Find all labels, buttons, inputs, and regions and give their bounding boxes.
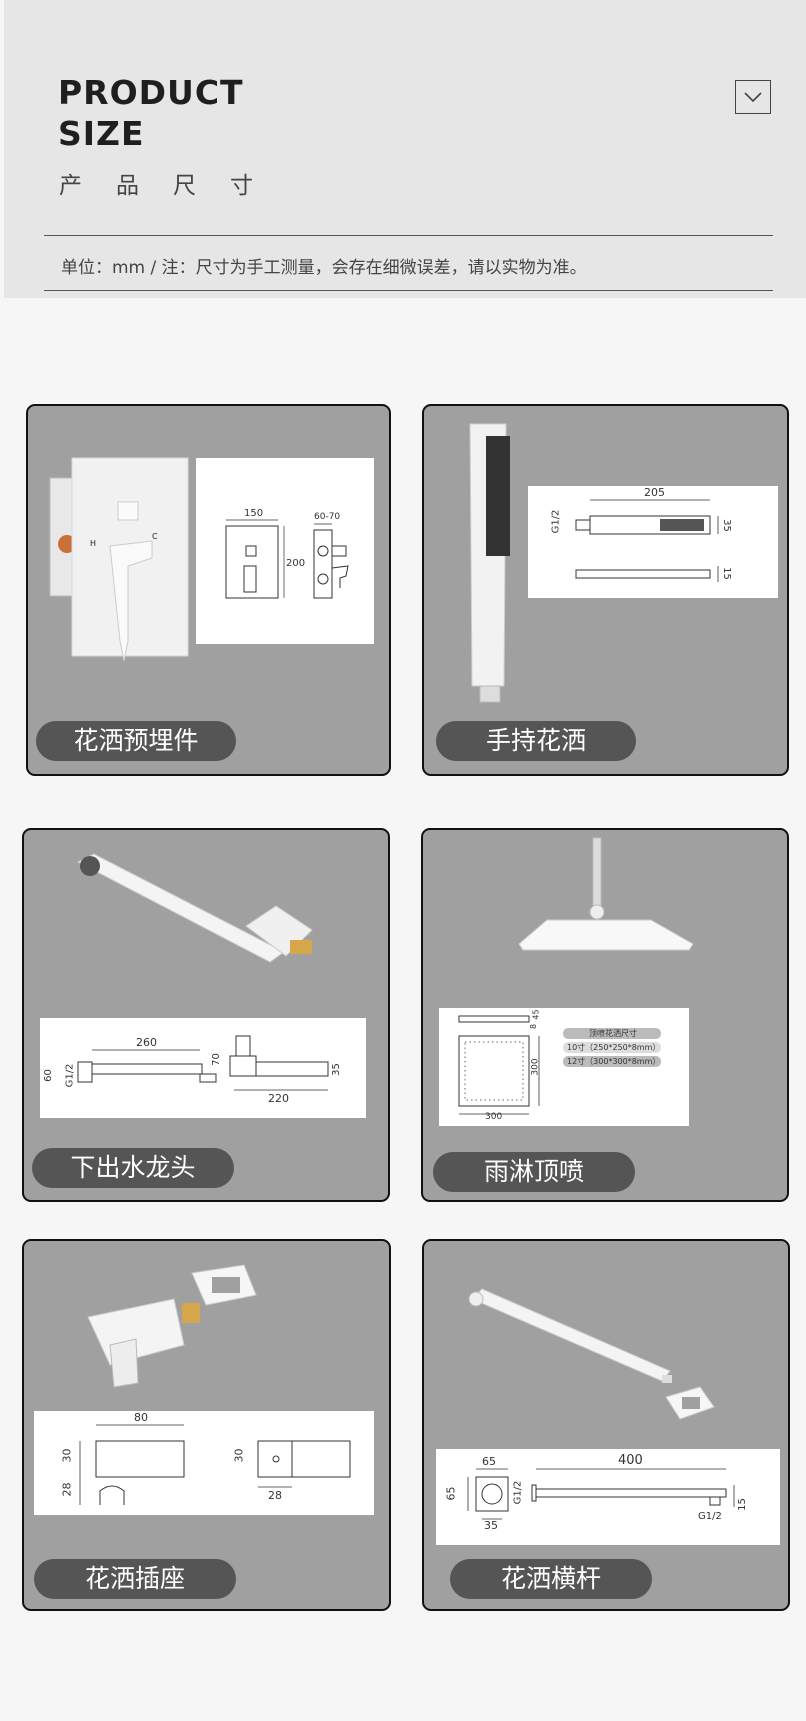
dim-thread-right: G1/2 [698,1511,722,1522]
page-subtitle: 产品尺寸 [59,173,287,199]
product-label: 雨淋顶喷 [433,1152,635,1192]
dim-flange: 65 [482,1455,496,1468]
title-line-1: PRODUCT [58,73,244,112]
dim-lower: 28 [60,1482,74,1497]
product-card-spout: 260 60 G1/2 70 35 220 下出水龙头 [22,828,390,1202]
bottom-divider [44,290,773,291]
product-label: 下出水龙头 [32,1148,234,1188]
product-label: 花洒横杆 [450,1559,652,1599]
concealed-valve-photo: H C [49,457,189,662]
holder-drawing: 80 30 28 30 28 [34,1411,374,1515]
concealed-valve-drawing: 150 200 60-70 [196,458,374,644]
dim-thread-left: G1/2 [512,1480,524,1505]
product-card-concealed-valve: H C 150 200 60-70 花洒预埋件 [26,404,391,776]
dim-thickness: 15 [720,567,732,580]
product-card-shower-arm: 65 65 35 G1/2 400 G1/2 15 花洒横杆 [422,1239,790,1611]
product-label: 花洒预埋件 [36,721,236,761]
dim-width: 150 [244,508,264,519]
dim-length: 80 [134,1411,148,1424]
dim-width: 35 [330,1063,342,1076]
dim-riser: 70 [210,1053,222,1066]
svg-text:C: C [152,532,158,541]
dim-depth: 60-70 [314,512,341,522]
dim-top: 45 [531,1009,541,1020]
title-line-2: SIZE [58,114,145,153]
measurement-note: 单位：mm / 注：尺寸为手工测量，会存在细微误差，请以实物为准。 [61,258,587,278]
chevron-down-icon [744,92,762,103]
product-card-holder: 80 30 28 30 28 花洒插座 [22,1239,391,1611]
dim-side-h: 30 [232,1448,246,1463]
dim-length: 260 [136,1036,157,1049]
dim-length: 400 [618,1453,643,1468]
top-divider [44,235,773,236]
expand-toggle[interactable] [735,80,771,114]
dim-thick: 15 [736,1498,748,1511]
dim-thread: G1/2 [64,1063,76,1088]
svg-text:H: H [90,539,96,548]
spout-drawing: 260 60 G1/2 70 35 220 [40,1018,366,1118]
hand-shower-drawing: 205 35 15 G1/2 [528,486,778,598]
page-title: PRODUCT SIZE [58,72,244,154]
dim-upper: 30 [60,1448,74,1463]
header-section: PRODUCT SIZE 产品尺寸 单位：mm / 注：尺寸为手工测量，会存在细… [4,0,806,298]
product-label: 花洒插座 [34,1559,236,1599]
hand-shower-photo [469,423,510,703]
product-card-rain-shower: 45 8 300 300 顶喷花洒尺寸 10寸（250*250*8mm） 12寸… [421,828,789,1202]
dim-height: 60 [42,1069,54,1082]
spec-12: 12寸（300*300*8mm） [567,1057,661,1066]
dim-thick: 8 [529,1023,539,1030]
dim-height: 200 [286,558,306,569]
rain-shower-drawing: 45 8 300 300 顶喷花洒尺寸 10寸（250*250*8mm） 12寸… [439,1008,689,1126]
dim-thread: G1/2 [550,509,562,534]
dim-inner: 35 [484,1519,498,1532]
product-card-hand-shower: 205 35 15 G1/2 手持花洒 [422,404,789,776]
dim-base: 220 [268,1092,289,1105]
rain-shower-photo [518,837,694,951]
spec-title: 顶喷花洒尺寸 [589,1029,637,1038]
dim-side: 300 [530,1058,541,1076]
spec-10: 10寸（250*250*8mm） [567,1043,661,1052]
holder-photo [87,1264,257,1388]
dim-bottom: 300 [485,1112,503,1122]
spout-photo [76,853,313,963]
dim-length: 205 [644,486,665,499]
shower-arm-drawing: 65 65 35 G1/2 400 G1/2 15 [436,1449,780,1545]
dim-flange-h: 65 [444,1486,458,1501]
dim-width: 35 [720,519,732,532]
dim-side-w: 28 [268,1489,282,1502]
shower-arm-photo [468,1288,715,1420]
product-label: 手持花洒 [436,721,636,761]
